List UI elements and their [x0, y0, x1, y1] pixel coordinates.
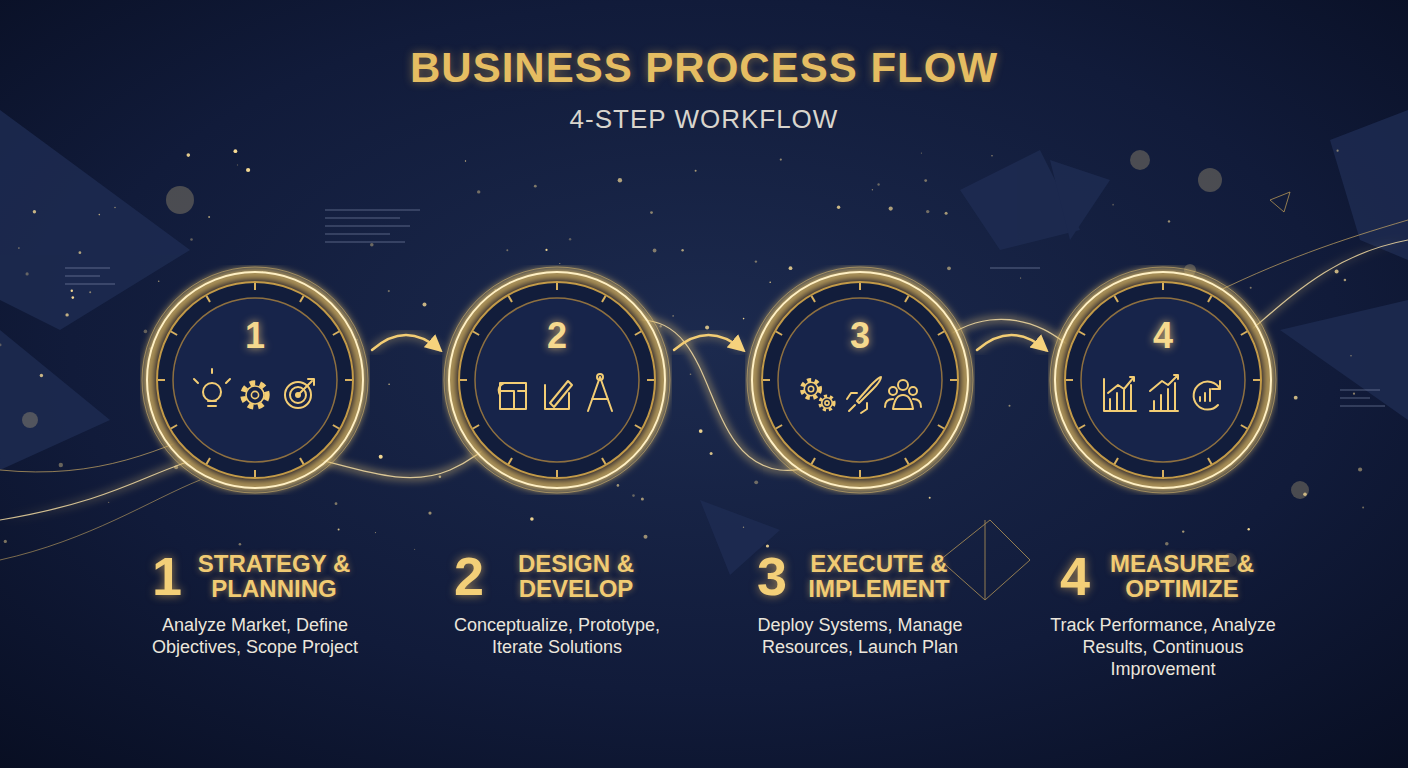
arrow-glow: [372, 335, 440, 350]
step-number-large: 2: [454, 549, 484, 603]
step-number-large: 3: [757, 549, 787, 603]
step-heading: STRATEGY & PLANNING: [190, 551, 358, 601]
step-number: 1: [140, 315, 370, 357]
step-number: 3: [745, 315, 975, 357]
step-icons: [194, 369, 314, 408]
process-step: 22DESIGN & DEVELOPConceptualize, Prototy…: [407, 265, 707, 659]
step-heading-row: 2DESIGN & DEVELOP: [407, 549, 707, 603]
step-heading-row: 1STRATEGY & PLANNING: [105, 549, 405, 603]
process-step: 11STRATEGY & PLANNINGAnalyze Market, Def…: [105, 265, 405, 659]
dial-ring: [140, 265, 370, 495]
process-step: 33EXECUTE & IMPLEMENTDeploy Systems, Man…: [710, 265, 1010, 659]
dial-ring: [442, 265, 672, 495]
process-step: 44MEASURE & OPTIMIZETrack Performance, A…: [1013, 265, 1313, 681]
circle-dial: 4: [1048, 265, 1278, 495]
step-number-large: 4: [1060, 549, 1090, 603]
step-description: Deploy Systems, Manage Resources, Launch…: [735, 615, 985, 659]
step-heading-row: 3EXECUTE & IMPLEMENT: [710, 549, 1010, 603]
subtitle: 4-STEP WORKFLOW: [0, 104, 1408, 135]
flow-arrow: [674, 335, 743, 350]
diagram-title: BUSINESS PROCESS FLOW: [0, 44, 1408, 92]
arrow-glow: [977, 335, 1046, 350]
dial-ring: [1048, 265, 1278, 495]
step-description: Track Performance, Analyze Results, Cont…: [1038, 615, 1288, 681]
dial-ring: [745, 265, 975, 495]
step-number: 4: [1048, 315, 1278, 357]
step-heading: EXECUTE & IMPLEMENT: [795, 551, 963, 601]
flow-arrow: [372, 335, 440, 350]
arrow-glow: [674, 335, 743, 350]
step-number: 2: [442, 315, 672, 357]
step-description: Conceptualize, Prototype, Iterate Soluti…: [432, 615, 682, 659]
step-description: Analyze Market, Define Objectives, Scope…: [130, 615, 380, 659]
step-icons: [499, 374, 612, 411]
step-heading-row: 4MEASURE & OPTIMIZE: [1013, 549, 1313, 603]
step-icons: [802, 377, 921, 413]
step-heading: MEASURE & OPTIMIZE: [1098, 551, 1266, 601]
sparkle-dots: [0, 149, 1364, 567]
step-heading: DESIGN & DEVELOP: [492, 551, 660, 601]
circle-dial: 3: [745, 265, 975, 495]
step-number-large: 1: [152, 549, 182, 603]
step-icons: [1104, 375, 1220, 411]
shard: [0, 110, 1408, 575]
circle-dial: 2: [442, 265, 672, 495]
flow-arrow: [977, 335, 1046, 350]
circle-dial: 1: [140, 265, 370, 495]
wire-shape: [940, 192, 1290, 600]
flow-ribbon: [0, 220, 1408, 560]
